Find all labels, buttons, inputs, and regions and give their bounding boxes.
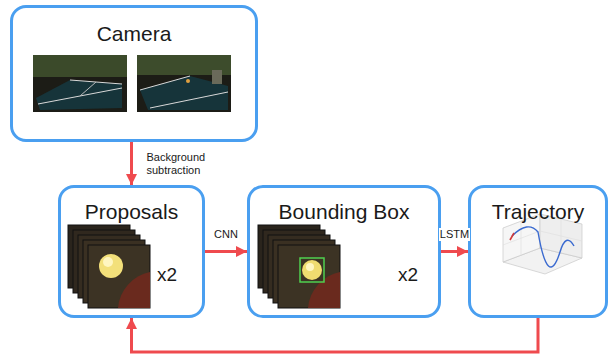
bounding-box-stack (258, 225, 340, 308)
node-title: Bounding Box (279, 200, 410, 224)
edge-label: CNN (213, 228, 239, 241)
multiplicity-label: x2 (398, 264, 418, 286)
flow-arrow (132, 318, 539, 352)
proposal-stack (68, 225, 150, 308)
edge-label: LSTM (439, 228, 470, 241)
camera-frame (33, 55, 127, 112)
process-box: Bounding Box x2 (247, 185, 441, 318)
node-title: Camera (97, 22, 172, 46)
node-title: Proposals (85, 200, 178, 224)
flow-arrow (130, 142, 133, 185)
camera-frame (137, 55, 231, 112)
edge-label: Background subtraction (146, 151, 224, 177)
output-box: Trajectory (468, 185, 608, 318)
camera-box: Camera (10, 5, 258, 142)
process-box: Proposals x2 (58, 185, 205, 318)
node-title: Trajectory (492, 200, 585, 224)
multiplicity-label: x2 (157, 264, 177, 286)
flow-arrow (441, 250, 468, 253)
flow-arrow (205, 250, 247, 253)
